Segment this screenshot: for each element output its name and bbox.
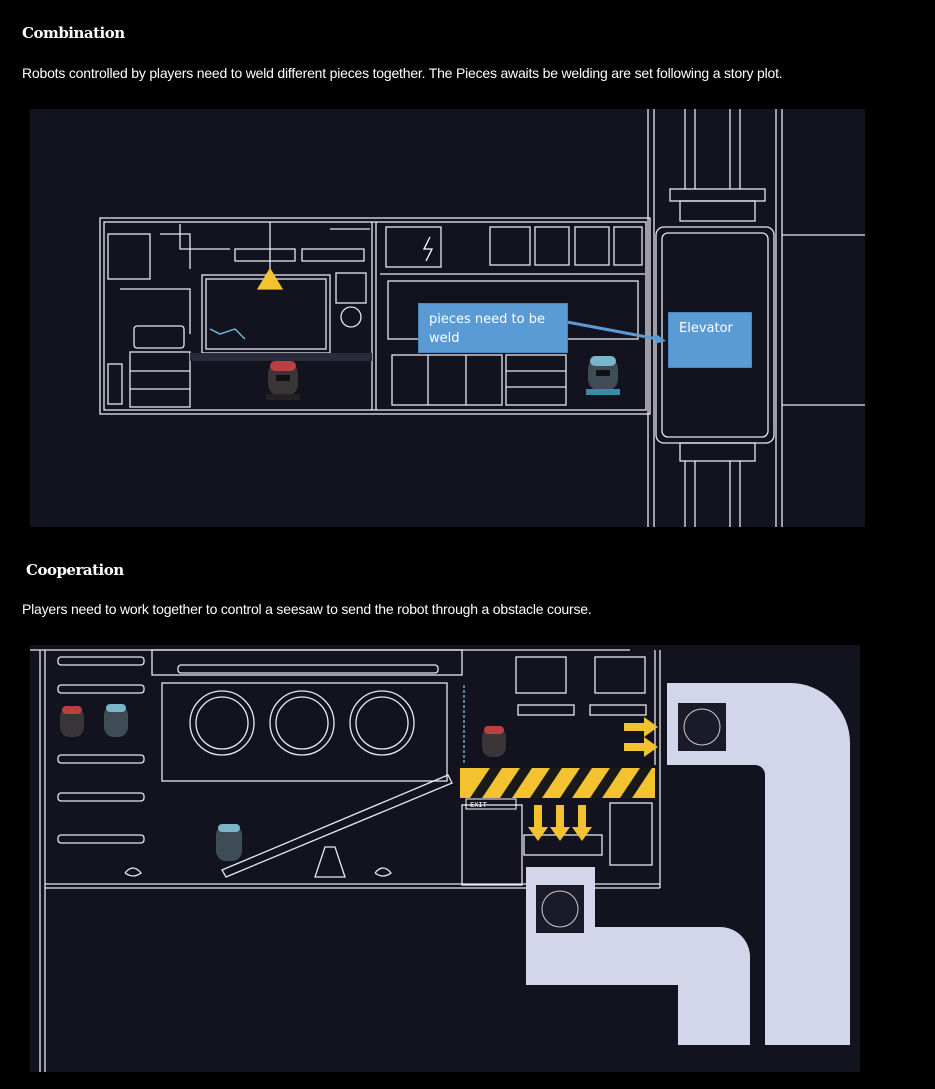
red-robot-icon	[60, 706, 84, 737]
blue-robot-icon	[216, 824, 242, 861]
blue-robot-icon	[104, 704, 128, 737]
arrow-icons	[528, 717, 658, 841]
cooperation-description: Players need to work together to control…	[22, 601, 592, 617]
robots	[266, 320, 666, 400]
combination-game-screenshot: pieces need to be weld Elevator	[30, 109, 865, 527]
section-heading-cooperation: Cooperation	[26, 561, 124, 579]
red-robot-icon	[482, 726, 506, 757]
cooperation-game-screenshot: EXIT	[30, 645, 860, 1072]
hazard-stripe	[460, 768, 655, 798]
callout-elevator: Elevator	[668, 312, 752, 368]
callout-arrow	[566, 320, 664, 342]
combination-description: Robots controlled by players need to wel…	[22, 65, 783, 81]
level-overlay: EXIT	[60, 683, 850, 1045]
warning-icon	[256, 267, 284, 290]
wall-shelves	[57, 656, 145, 844]
exit-sign: EXIT	[470, 801, 488, 809]
pipe	[526, 683, 850, 1045]
blue-robot-icon	[586, 356, 620, 395]
section-heading-combination: Combination	[22, 24, 125, 42]
elevator-shaft	[647, 109, 865, 527]
red-robot-icon	[266, 361, 300, 400]
callout-pieces-need-to-be-weld: pieces need to be weld	[418, 303, 568, 353]
